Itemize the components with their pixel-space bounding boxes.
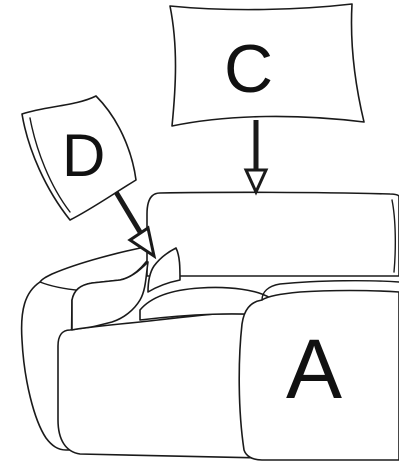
- arrow-c-head: [246, 170, 266, 192]
- front-base-panel: [58, 310, 262, 458]
- label-c: C: [224, 31, 273, 107]
- installed-back-cushion: [147, 192, 399, 276]
- installed-back-cushion-shape: [147, 192, 399, 276]
- seat-cushion-a: A: [239, 281, 399, 460]
- arrow-c: [246, 120, 266, 192]
- label-d: D: [62, 122, 105, 189]
- label-a: A: [286, 322, 342, 416]
- loose-back-cushion-c: C: [170, 4, 364, 126]
- arrow-d-shaft: [116, 192, 140, 232]
